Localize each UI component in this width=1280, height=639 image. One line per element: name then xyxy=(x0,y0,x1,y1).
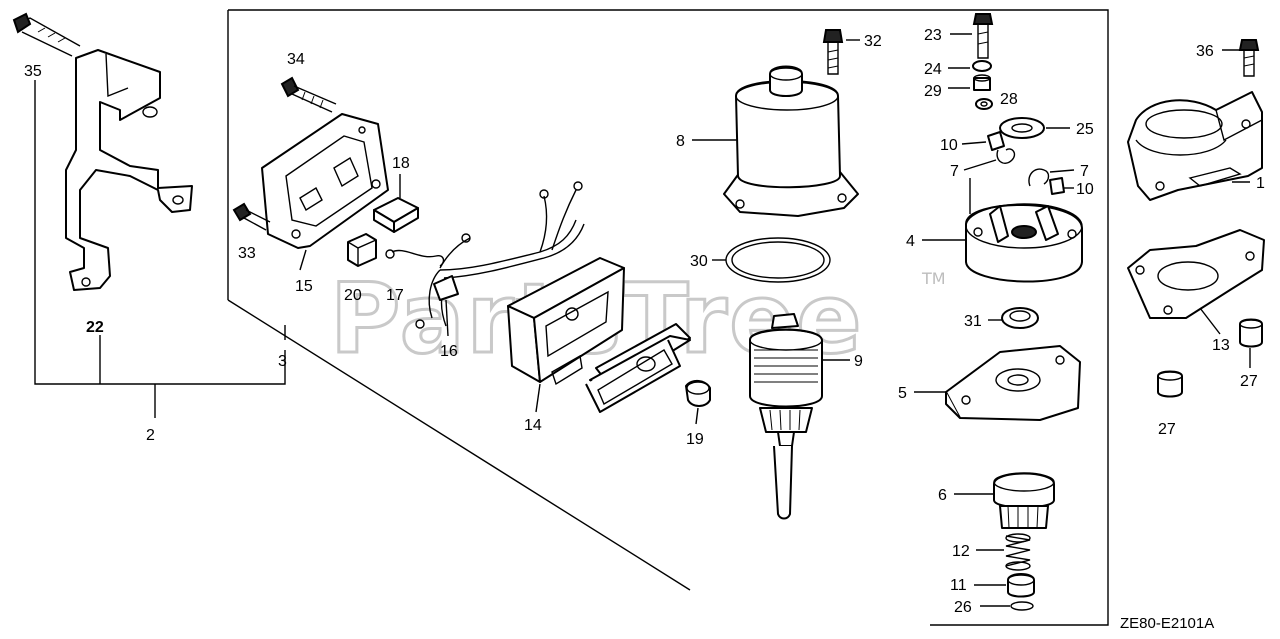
label-5: 5 xyxy=(898,385,907,402)
bushing-29[interactable] xyxy=(973,74,991,91)
label-27b: 27 xyxy=(1158,421,1176,438)
group-bracket-lines xyxy=(34,80,286,418)
label-34: 34 xyxy=(287,51,305,68)
label-22: 22 xyxy=(86,319,104,336)
armature-9[interactable] xyxy=(749,313,823,520)
label-15: 15 xyxy=(295,278,313,295)
label-30: 30 xyxy=(690,253,708,270)
washer-24[interactable] xyxy=(972,60,992,72)
label-33: 33 xyxy=(238,245,256,262)
screw-33[interactable] xyxy=(232,202,271,231)
label-20: 20 xyxy=(344,287,362,304)
spring-7b[interactable] xyxy=(1028,168,1050,187)
seal-25[interactable] xyxy=(999,117,1045,139)
cover-1[interactable] xyxy=(1127,91,1263,201)
label-19: 19 xyxy=(686,431,704,448)
label-17: 17 xyxy=(386,287,404,304)
label-24: 24 xyxy=(924,61,942,78)
control-unit-14[interactable] xyxy=(507,257,625,386)
label-6: 6 xyxy=(938,487,947,504)
harness-16[interactable] xyxy=(415,181,585,329)
label-28: 28 xyxy=(1000,91,1018,108)
spring-12[interactable] xyxy=(1005,533,1031,571)
label-7a: 7 xyxy=(950,163,959,180)
label-31: 31 xyxy=(964,313,982,330)
watermark-tm: TM xyxy=(921,269,946,288)
label-36: 36 xyxy=(1196,43,1214,60)
screw-23[interactable] xyxy=(972,13,994,59)
label-3: 3 xyxy=(278,353,287,370)
spring-7a[interactable] xyxy=(996,148,1016,164)
label-14: 14 xyxy=(524,417,542,434)
label-7b: 7 xyxy=(1080,163,1089,180)
diagram-code: ZE80-E2101A xyxy=(1120,615,1214,632)
assembly-outline xyxy=(227,9,1109,626)
seal-31[interactable] xyxy=(1001,307,1039,329)
label-13: 13 xyxy=(1212,337,1230,354)
label-10b: 10 xyxy=(1076,181,1094,198)
end-plate-5[interactable] xyxy=(945,345,1081,421)
label-18: 18 xyxy=(392,155,410,172)
label-25: 25 xyxy=(1076,121,1094,138)
bracket-22[interactable] xyxy=(65,49,193,291)
screw-34[interactable] xyxy=(280,76,337,113)
motor-housing-8[interactable] xyxy=(723,65,859,217)
label-16: 16 xyxy=(440,343,458,360)
label-26: 26 xyxy=(954,599,972,616)
washer-28[interactable] xyxy=(975,98,993,110)
label-35: 35 xyxy=(24,63,42,80)
label-23: 23 xyxy=(924,27,942,44)
label-32: 32 xyxy=(864,33,882,50)
bolt-36[interactable] xyxy=(1238,39,1260,77)
brush-10a[interactable] xyxy=(987,131,1005,151)
pinion-6[interactable] xyxy=(993,472,1055,529)
switch-18[interactable] xyxy=(373,197,419,233)
label-8: 8 xyxy=(676,133,685,150)
bolt-35[interactable] xyxy=(12,12,81,57)
bolt-32[interactable] xyxy=(822,29,844,75)
label-2: 2 xyxy=(146,427,155,444)
label-10a: 10 xyxy=(940,137,958,154)
circlip-26[interactable] xyxy=(1010,601,1034,611)
label-12: 12 xyxy=(952,543,970,560)
label-11: 11 xyxy=(950,577,967,594)
label-29: 29 xyxy=(924,83,942,100)
brush-10b[interactable] xyxy=(1049,177,1065,195)
label-4: 4 xyxy=(906,233,915,250)
grommet-19[interactable] xyxy=(685,380,711,407)
connector-20[interactable] xyxy=(347,233,377,267)
label-1: 1 xyxy=(1256,175,1265,192)
collar-11[interactable] xyxy=(1007,573,1035,598)
label-27a: 27 xyxy=(1240,373,1258,390)
gasket-14b xyxy=(585,323,691,413)
spacer-27b[interactable] xyxy=(1157,370,1183,398)
label-9: 9 xyxy=(854,353,863,370)
gasket-13[interactable] xyxy=(1127,229,1265,319)
cover-15[interactable] xyxy=(261,113,389,249)
spacer-27a[interactable] xyxy=(1239,318,1263,348)
brush-holder-4[interactable] xyxy=(965,203,1083,283)
